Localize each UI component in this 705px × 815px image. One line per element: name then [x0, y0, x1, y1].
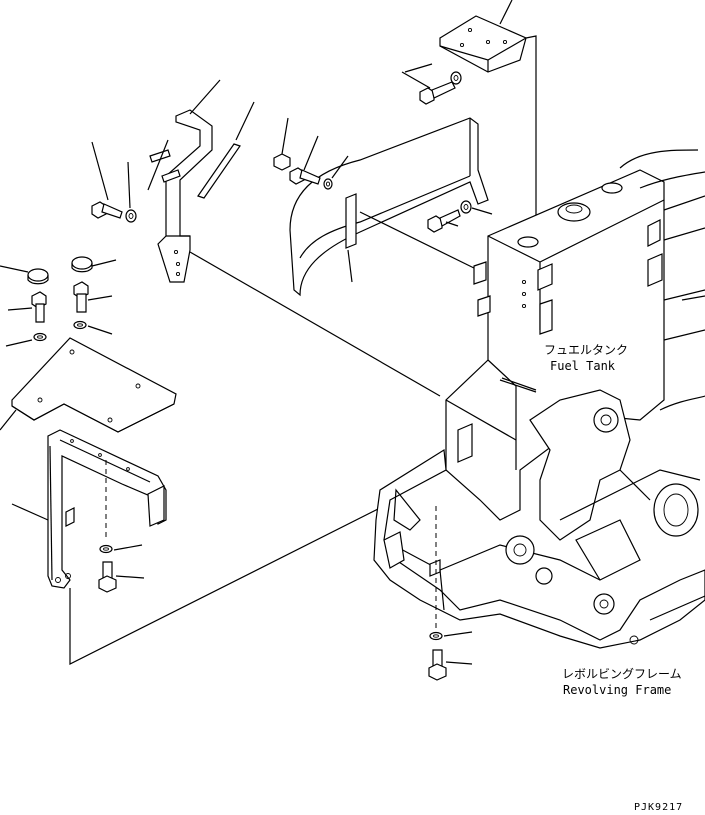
reference-line	[359, 211, 479, 271]
leader-line	[404, 63, 433, 73]
leader-line	[443, 631, 473, 637]
cover-plate	[11, 337, 177, 433]
reference-line	[69, 507, 381, 665]
bolt	[427, 209, 461, 233]
bolt	[289, 167, 321, 185]
top-mounting-plate	[439, 15, 527, 73]
leader-line	[0, 409, 17, 431]
fuel-tank-label-jp: フュエルタンク	[544, 343, 629, 357]
washer	[323, 178, 333, 190]
revolving-frame-label-jp: レボルビングフレーム	[562, 667, 682, 681]
fuel-tank-cover	[289, 117, 489, 297]
rubber-cap	[27, 268, 49, 285]
bolt	[91, 201, 123, 219]
leader-line	[87, 325, 113, 335]
washer	[429, 631, 443, 641]
washer	[99, 544, 113, 554]
leader-line	[347, 249, 353, 283]
leader-line	[0, 265, 29, 273]
rubber-cap	[71, 256, 93, 273]
bolt	[419, 81, 456, 105]
washer	[450, 71, 462, 85]
leader-line	[471, 207, 493, 215]
leader-line	[331, 155, 349, 179]
leader-line	[499, 0, 513, 25]
nut	[273, 153, 291, 171]
leader-line	[91, 141, 109, 201]
reference-line	[189, 251, 441, 397]
fuel-tank	[445, 169, 665, 521]
drawing-code: PJK9217	[634, 802, 684, 813]
leader-line	[91, 259, 117, 267]
rubber-strip	[197, 143, 241, 199]
machine-structure	[619, 149, 705, 411]
leader-line	[235, 101, 255, 141]
leader-line	[401, 71, 431, 89]
leader-line	[127, 161, 131, 209]
bolt	[428, 649, 447, 681]
support-bracket	[47, 429, 167, 589]
leader-line	[115, 575, 145, 579]
leader-line	[5, 339, 33, 347]
washer	[73, 320, 87, 330]
leader-line	[11, 503, 49, 521]
fuel-tank-leader	[501, 377, 537, 391]
fuel-tank-label-en: Fuel Tank	[550, 359, 616, 373]
washer	[460, 200, 472, 214]
revolving-frame	[373, 389, 705, 649]
bolt	[31, 291, 47, 323]
leader-line	[189, 79, 221, 115]
leader-line	[281, 117, 289, 155]
leader-line	[147, 139, 169, 191]
leader-line	[303, 135, 319, 171]
left-bracket	[149, 109, 213, 283]
leader-line	[445, 221, 459, 227]
leader-line	[113, 544, 143, 551]
leader-line	[445, 661, 473, 665]
revolving-frame-label-en: Revolving Frame	[563, 683, 672, 697]
bolt	[73, 281, 89, 313]
washer	[33, 332, 47, 342]
bolt	[98, 561, 117, 593]
leader-line	[87, 295, 113, 301]
leader-line	[7, 307, 33, 311]
washer	[125, 209, 137, 223]
